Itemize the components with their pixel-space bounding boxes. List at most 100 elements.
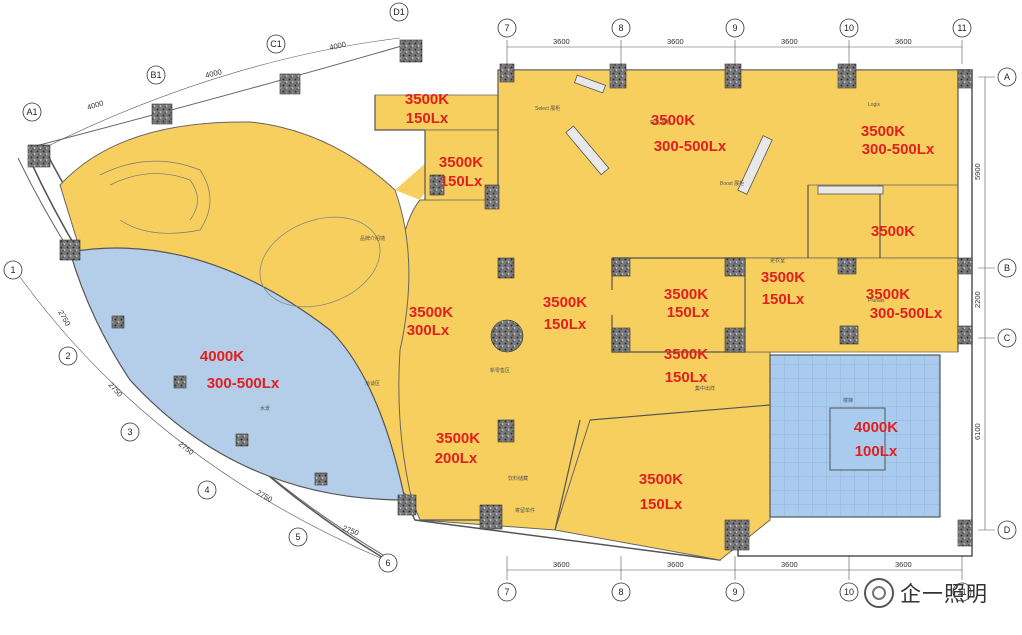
zone-11-temp: 3500K bbox=[866, 286, 910, 303]
zone-5-temp: 3500K bbox=[871, 223, 915, 240]
room-label-storage: 寄留单件 bbox=[515, 507, 535, 514]
grid-right-d: D bbox=[1004, 525, 1011, 535]
zone-9-lux: 150Lx bbox=[667, 304, 710, 321]
zone-7-lux: 300Lx bbox=[407, 322, 450, 339]
zone-10-lux: 150Lx bbox=[762, 291, 805, 308]
grid-bubbles bbox=[3, 2, 1017, 602]
grid-right-b: B bbox=[1004, 263, 1010, 273]
zone-4-temp: 3500K bbox=[861, 123, 905, 140]
zone-3-lux: 300-500Lx bbox=[654, 138, 727, 155]
dim-top-4: 3600 bbox=[895, 37, 912, 46]
zone-2-temp: 3500K bbox=[439, 154, 483, 171]
zone-1-lux: 150Lx bbox=[406, 110, 449, 127]
zone-6-temp: 4000K bbox=[200, 348, 244, 365]
room-label-select: Select 展柜 bbox=[535, 105, 560, 112]
zone-1-temp: 3500K bbox=[405, 91, 449, 108]
lighting-zone-12: 3500K 150Lx bbox=[664, 346, 708, 386]
grid-arc-5: 5 bbox=[295, 532, 300, 542]
dim-arc-inner-2: 2750 bbox=[107, 380, 125, 398]
grid-arc-c1: C1 bbox=[270, 39, 282, 49]
display-fixtures bbox=[565, 74, 884, 195]
zone-12-lux: 150Lx bbox=[665, 369, 708, 386]
zone-4-lux: 300-500Lx bbox=[862, 141, 935, 158]
dim-right-3: 6100 bbox=[973, 423, 982, 440]
lighting-zone-14: 4000K 100Lx bbox=[854, 419, 898, 460]
dim-bottom-2: 3600 bbox=[667, 560, 684, 569]
zone-7-temp: 3500K bbox=[409, 304, 453, 321]
zone-15-lux: 150Lx bbox=[640, 496, 683, 513]
lighting-zone-4: 3500K 300-500Lx bbox=[861, 123, 935, 158]
grid-arc-2: 2 bbox=[65, 351, 70, 361]
dim-arc-inner-3: 2750 bbox=[177, 439, 196, 456]
lighting-zone-1: 3500K 150Lx bbox=[405, 91, 449, 127]
grid-top-10: 10 bbox=[844, 23, 854, 33]
room-label-water: 水景 bbox=[260, 405, 270, 412]
dim-top-2: 3600 bbox=[667, 37, 684, 46]
zone-8-temp: 3500K bbox=[543, 294, 587, 311]
dim-arc-outer-1: 4000 bbox=[86, 98, 105, 111]
room-label-logis: Logis bbox=[868, 102, 880, 108]
lighting-zone-9: 3500K 150Lx bbox=[664, 286, 710, 321]
zone-14-temp: 4000K bbox=[854, 419, 898, 436]
dim-arc-inner-4: 2750 bbox=[255, 488, 274, 504]
room-label-lounge: 洽谈区 bbox=[365, 380, 380, 387]
zone-9-temp: 3500K bbox=[664, 286, 708, 303]
zone-13-temp: 3500K bbox=[436, 430, 480, 447]
grid-arc-a1: A1 bbox=[26, 107, 37, 117]
zone-10-temp: 3500K bbox=[761, 269, 805, 286]
grid-arc-d1: D1 bbox=[393, 7, 405, 17]
grid-bottom-11: 11 bbox=[957, 587, 966, 597]
dim-bottom-3: 3600 bbox=[781, 560, 798, 569]
zone-8-lux: 150Lx bbox=[544, 316, 587, 333]
lighting-zone-7: 3500K 300Lx bbox=[407, 304, 454, 339]
grid-arc-b1: B1 bbox=[150, 70, 161, 80]
grid-arc-4: 4 bbox=[204, 485, 209, 495]
lighting-zone-8: 3500K 150Lx bbox=[543, 294, 587, 333]
dim-arc-outer-2: 4000 bbox=[204, 67, 222, 80]
lighting-zone-2: 3500K 150Lx bbox=[439, 154, 483, 190]
lighting-zone-6: 4000K 300-500Lx bbox=[200, 348, 280, 392]
dim-arc-inner-1: 2750 bbox=[56, 309, 72, 328]
room-label-fitting: 更衣室 bbox=[770, 257, 785, 264]
columns bbox=[27, 39, 973, 551]
dim-top-3: 3600 bbox=[781, 37, 798, 46]
lighting-zone-5: 3500K bbox=[871, 223, 915, 240]
grid-bottom-8: 8 bbox=[618, 587, 623, 597]
round-feature bbox=[490, 319, 524, 353]
grid-right-a: A bbox=[1004, 72, 1010, 82]
zone-13-lux: 200Lx bbox=[435, 450, 478, 467]
watermark-text: 企一照明 bbox=[900, 582, 988, 606]
grid-arc-3: 3 bbox=[127, 427, 132, 437]
zone-15-temp: 3500K bbox=[639, 471, 683, 488]
grid-top-11: 11 bbox=[957, 23, 966, 33]
grid-top-9: 9 bbox=[732, 23, 737, 33]
lighting-zone-3: 3500K 300-500Lx bbox=[651, 112, 727, 155]
zone-11-lux: 300-500Lx bbox=[870, 305, 943, 322]
dim-right-1: 5900 bbox=[973, 163, 982, 180]
grid-bottom-9: 9 bbox=[732, 587, 737, 597]
wechat-logo-icon bbox=[864, 578, 894, 608]
room-label-display: 集中出样 bbox=[695, 385, 715, 392]
oval-feature bbox=[259, 216, 381, 308]
grid-arc-1: 1 bbox=[10, 265, 15, 275]
spiral-stair bbox=[99, 160, 211, 234]
grid-bottom-10: 10 bbox=[844, 587, 854, 597]
stair-core bbox=[769, 354, 941, 518]
grid-top-7: 7 bbox=[504, 23, 509, 33]
grid-arc-6: 6 bbox=[385, 558, 390, 568]
grid-right-c: C bbox=[1004, 333, 1011, 343]
dim-top-1: 3600 bbox=[553, 37, 570, 46]
room-label-drinks: 饮料储藏 bbox=[508, 475, 528, 482]
grid-lines bbox=[14, 37, 995, 580]
room-label-boost: Boost 展柜 bbox=[720, 180, 744, 187]
dim-bottom-4: 3600 bbox=[895, 560, 912, 569]
lighting-zone-13: 3500K 200Lx bbox=[435, 430, 481, 467]
room-label-pluralis: Pluralis bbox=[868, 298, 885, 304]
zone-3-temp: 3500K bbox=[651, 112, 695, 129]
dim-arc-outer-3: 4000 bbox=[329, 40, 347, 52]
lighting-zone-15: 3500K 150Lx bbox=[639, 471, 683, 513]
zone-12-temp: 3500K bbox=[664, 346, 708, 363]
dim-bottom-1: 3600 bbox=[553, 560, 570, 569]
dim-arc-inner-5: 2750 bbox=[341, 523, 360, 537]
